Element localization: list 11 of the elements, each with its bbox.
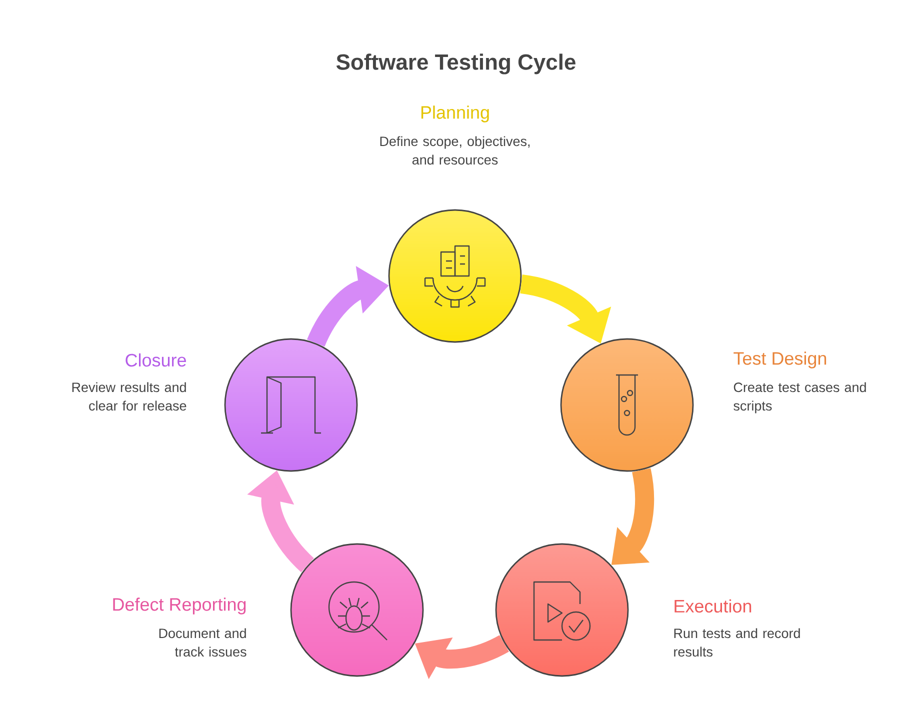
step-heading: Planning	[421, 106, 489, 122]
title: Software Testing Cycle	[336, 54, 576, 74]
step-description: Create test cases and scripts	[734, 382, 866, 414]
step-heading: Execution	[674, 599, 752, 613]
step-description: Run tests and record results	[674, 628, 800, 657]
step-description: Define scope, objectives, and resources	[380, 136, 530, 165]
step-heading: Test Design	[734, 352, 826, 368]
step-description: Document and track issues	[159, 628, 246, 657]
step-heading: Closure	[126, 353, 186, 367]
step-heading: Defect Reporting	[113, 598, 246, 614]
step-description: Review results and clear for release	[72, 382, 186, 411]
